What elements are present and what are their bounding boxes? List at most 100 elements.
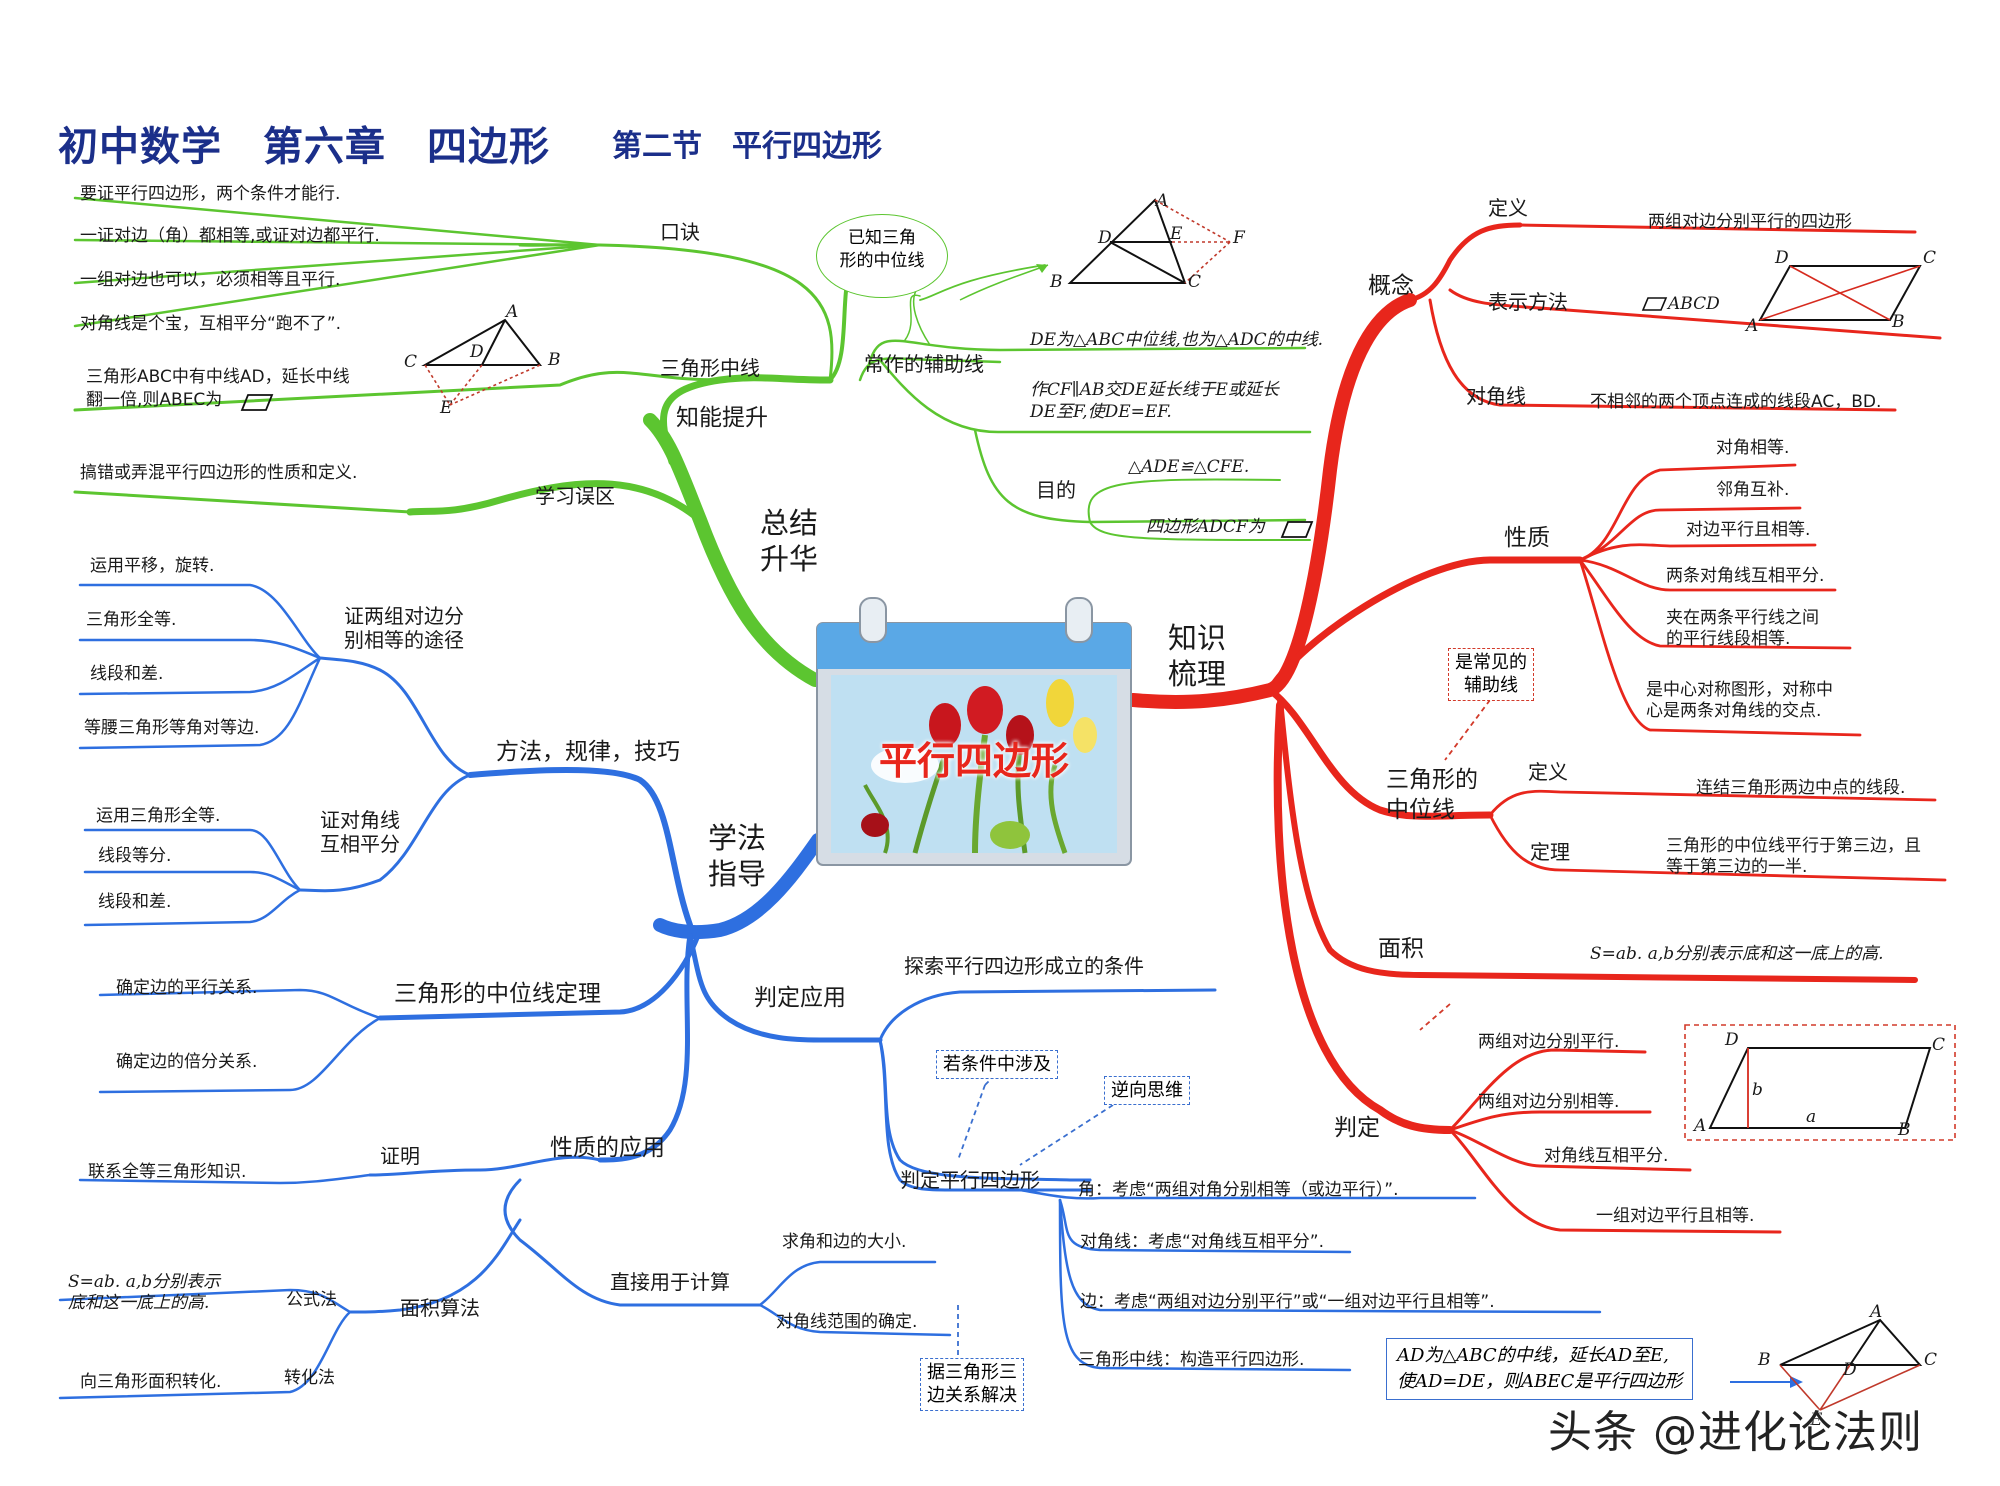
area-text: S=ab. a,b分别表示底和这一底上的高. bbox=[1590, 944, 1884, 964]
criteria-item: 一组对边平行且相等. bbox=[1596, 1206, 1755, 1226]
bisect-item: 线段和差. bbox=[98, 892, 172, 912]
vertex-label: A bbox=[1694, 1116, 1707, 1136]
vertex-label: F bbox=[1233, 228, 1245, 248]
vertex-label: B bbox=[1892, 312, 1905, 332]
node-aux-lines: 常作的辅助线 bbox=[864, 352, 984, 376]
vertex-label: A bbox=[1746, 316, 1759, 336]
property-item: 对角相等. bbox=[1716, 438, 1790, 458]
property-item: 夹在两条平行线之间 的平行线段相等. bbox=[1666, 608, 1819, 650]
area-figure-frame bbox=[1684, 1024, 1956, 1141]
vertex-label: B bbox=[1898, 1120, 1911, 1140]
compute-item: 对角线范围的确定. bbox=[776, 1312, 918, 1332]
purpose-item: △ADE≌△CFE. bbox=[1128, 457, 1250, 477]
convert-text: 向三角形面积转化. bbox=[80, 1372, 222, 1392]
node-area-method: 面积算法 bbox=[400, 1296, 480, 1320]
node-criteria: 判定 bbox=[1334, 1115, 1380, 1141]
purpose-item: 四边形ADCF为 bbox=[1146, 517, 1265, 537]
explore-text: 探索平行四边形成立的条件 bbox=[904, 954, 1144, 978]
midline-use-item: 确定边的平行关系. bbox=[116, 978, 258, 998]
node-midline-definition: 定义 bbox=[1528, 760, 1568, 784]
node-median: 三角形中线 bbox=[660, 356, 760, 380]
node-judge: 判定平行四边形 bbox=[900, 1168, 1040, 1192]
arrow-to-triangle bbox=[959, 264, 1049, 301]
property-item: 是中心对称图形，对称中 心是两条对角线的交点. bbox=[1646, 680, 1833, 722]
aux-line-2: DE至F,使DE=EF. bbox=[1030, 402, 1172, 422]
node-midline-theorem-use: 三角形的中位线定理 bbox=[394, 981, 601, 1007]
figure-triangle-abc-midline bbox=[1067, 198, 1231, 284]
equal-sides-item: 线段和差. bbox=[90, 664, 164, 684]
notation-text: ABCD bbox=[1668, 294, 1720, 314]
node-convert-method: 转化法 bbox=[284, 1368, 335, 1388]
node-proof: 证明 bbox=[380, 1144, 420, 1168]
node-application: 判定应用 bbox=[754, 985, 846, 1011]
vertex-label: D bbox=[1098, 228, 1112, 248]
aux-line-2: 作CF∥AB交DE延长线于E或延长 bbox=[1030, 380, 1279, 400]
node-purpose: 目的 bbox=[1036, 478, 1076, 502]
node-equal-sides: 证两组对边分 别相等的途径 bbox=[344, 604, 464, 652]
note-reverse-thinking: 逆向思维 bbox=[1104, 1076, 1190, 1106]
parallelogram-symbol bbox=[240, 394, 274, 411]
property-item: 两条对角线互相平分. bbox=[1666, 566, 1825, 586]
vertex-label: a bbox=[1806, 1107, 1817, 1127]
formula-text: S=ab. a,b分别表示 底和这一底上的高. bbox=[68, 1272, 221, 1314]
equal-sides-item: 三角形全等. bbox=[86, 610, 177, 630]
vertex-label: C bbox=[1188, 272, 1202, 292]
aux-line-1: DE为△ABC中位线,也为△ADC的中线. bbox=[1030, 330, 1324, 350]
vertex-label: A bbox=[1156, 191, 1169, 211]
midline-theorem-text: 三角形的中位线平行于第三边，且 等于第三边的一半. bbox=[1666, 836, 1921, 878]
section-title: 第二节 平行四边形 bbox=[612, 129, 882, 164]
node-mistake: 学习误区 bbox=[535, 484, 615, 508]
figure-parallelogram-abcd bbox=[1758, 265, 1922, 321]
bisect-item: 运用三角形全等. bbox=[96, 806, 221, 826]
parallelogram-symbol bbox=[1280, 521, 1314, 538]
center-node: 平行四边形 bbox=[815, 597, 1133, 867]
node-definition: 定义 bbox=[1488, 196, 1528, 220]
midline-use-item: 确定边的倍分关系. bbox=[116, 1052, 258, 1072]
mistake-text: 搞错或弄混平行四边形的性质和定义. bbox=[80, 463, 358, 483]
vertex-label: E bbox=[1170, 224, 1183, 244]
criteria-item: 对角线互相平分. bbox=[1544, 1146, 1669, 1166]
vertex-label: B bbox=[1758, 1350, 1771, 1370]
vertex-label: C bbox=[1932, 1035, 1946, 1055]
node-concept: 概念 bbox=[1368, 273, 1414, 299]
compute-item: 求角和边的大小. bbox=[782, 1232, 907, 1252]
property-item: 邻角互补. bbox=[1716, 480, 1790, 500]
node-formula-method: 公式法 bbox=[286, 1290, 337, 1310]
center-label: 平行四边形 bbox=[878, 739, 1069, 783]
diagonal-text: 不相邻的两个顶点连成的线段AC，BD. bbox=[1590, 392, 1882, 412]
vertex-label: A bbox=[1870, 1302, 1883, 1322]
median-text: 翻一倍,则ABEC为 bbox=[86, 390, 223, 410]
vertex-label: E bbox=[440, 398, 453, 418]
median-construct-box: AD为△ABC的中线，延长AD至E, 使AD=DE，则ABEC是平行四边形 bbox=[1386, 1338, 1694, 1401]
vertex-label: b bbox=[1752, 1080, 1763, 1100]
node-compute: 直接用于计算 bbox=[610, 1270, 730, 1294]
figure-median-parallelogram bbox=[1779, 1318, 1923, 1411]
criteria-item: 两组对边分别平行. bbox=[1478, 1032, 1620, 1052]
vertex-label: D bbox=[1843, 1360, 1857, 1380]
node-notation: 表示方法 bbox=[1488, 290, 1568, 314]
vertex-label: A bbox=[506, 302, 519, 322]
note-common-aux: 是常见的 辅助线 bbox=[1448, 648, 1534, 701]
judge-item: 角：考虑“两组对角分别相等（或边平行）”. bbox=[1078, 1180, 1399, 1200]
judge-item: 三角形中线：构造平行四边形. bbox=[1078, 1350, 1305, 1370]
property-item: 对边平行且相等. bbox=[1686, 520, 1811, 540]
branch-summary-label: 总结 升华 bbox=[760, 506, 819, 577]
equal-sides-item: 运用平移，旋转. bbox=[90, 556, 215, 576]
figure-area-parallelogram bbox=[1708, 1047, 1932, 1129]
parallelogram-symbol bbox=[1641, 297, 1668, 311]
mnemonic-line: 一证对边（角）都相等,或证对边都平行. bbox=[80, 226, 380, 246]
mnemonic-line: 要证平行四边形，两个条件才能行. bbox=[80, 184, 341, 204]
calendar-icon bbox=[816, 622, 1132, 866]
bisect-item: 线段等分. bbox=[98, 846, 172, 866]
node-midline-theorem: 定理 bbox=[1530, 840, 1570, 864]
note-condition: 若条件中涉及 bbox=[936, 1050, 1058, 1080]
vertex-label: C bbox=[1923, 248, 1937, 268]
proof-text: 联系全等三角形知识. bbox=[88, 1162, 247, 1182]
node-techniques: 方法，规律，技巧 bbox=[496, 739, 680, 765]
node-knowledge-up: 知能提升 bbox=[676, 405, 768, 431]
vertex-label: E bbox=[1810, 1410, 1823, 1430]
mnemonic-line: 对角线是个宝，互相平分“跑不了”. bbox=[80, 314, 342, 334]
note-triangle-inequality: 据三角形三 边关系解决 bbox=[920, 1358, 1024, 1411]
calendar-ring bbox=[859, 597, 887, 643]
